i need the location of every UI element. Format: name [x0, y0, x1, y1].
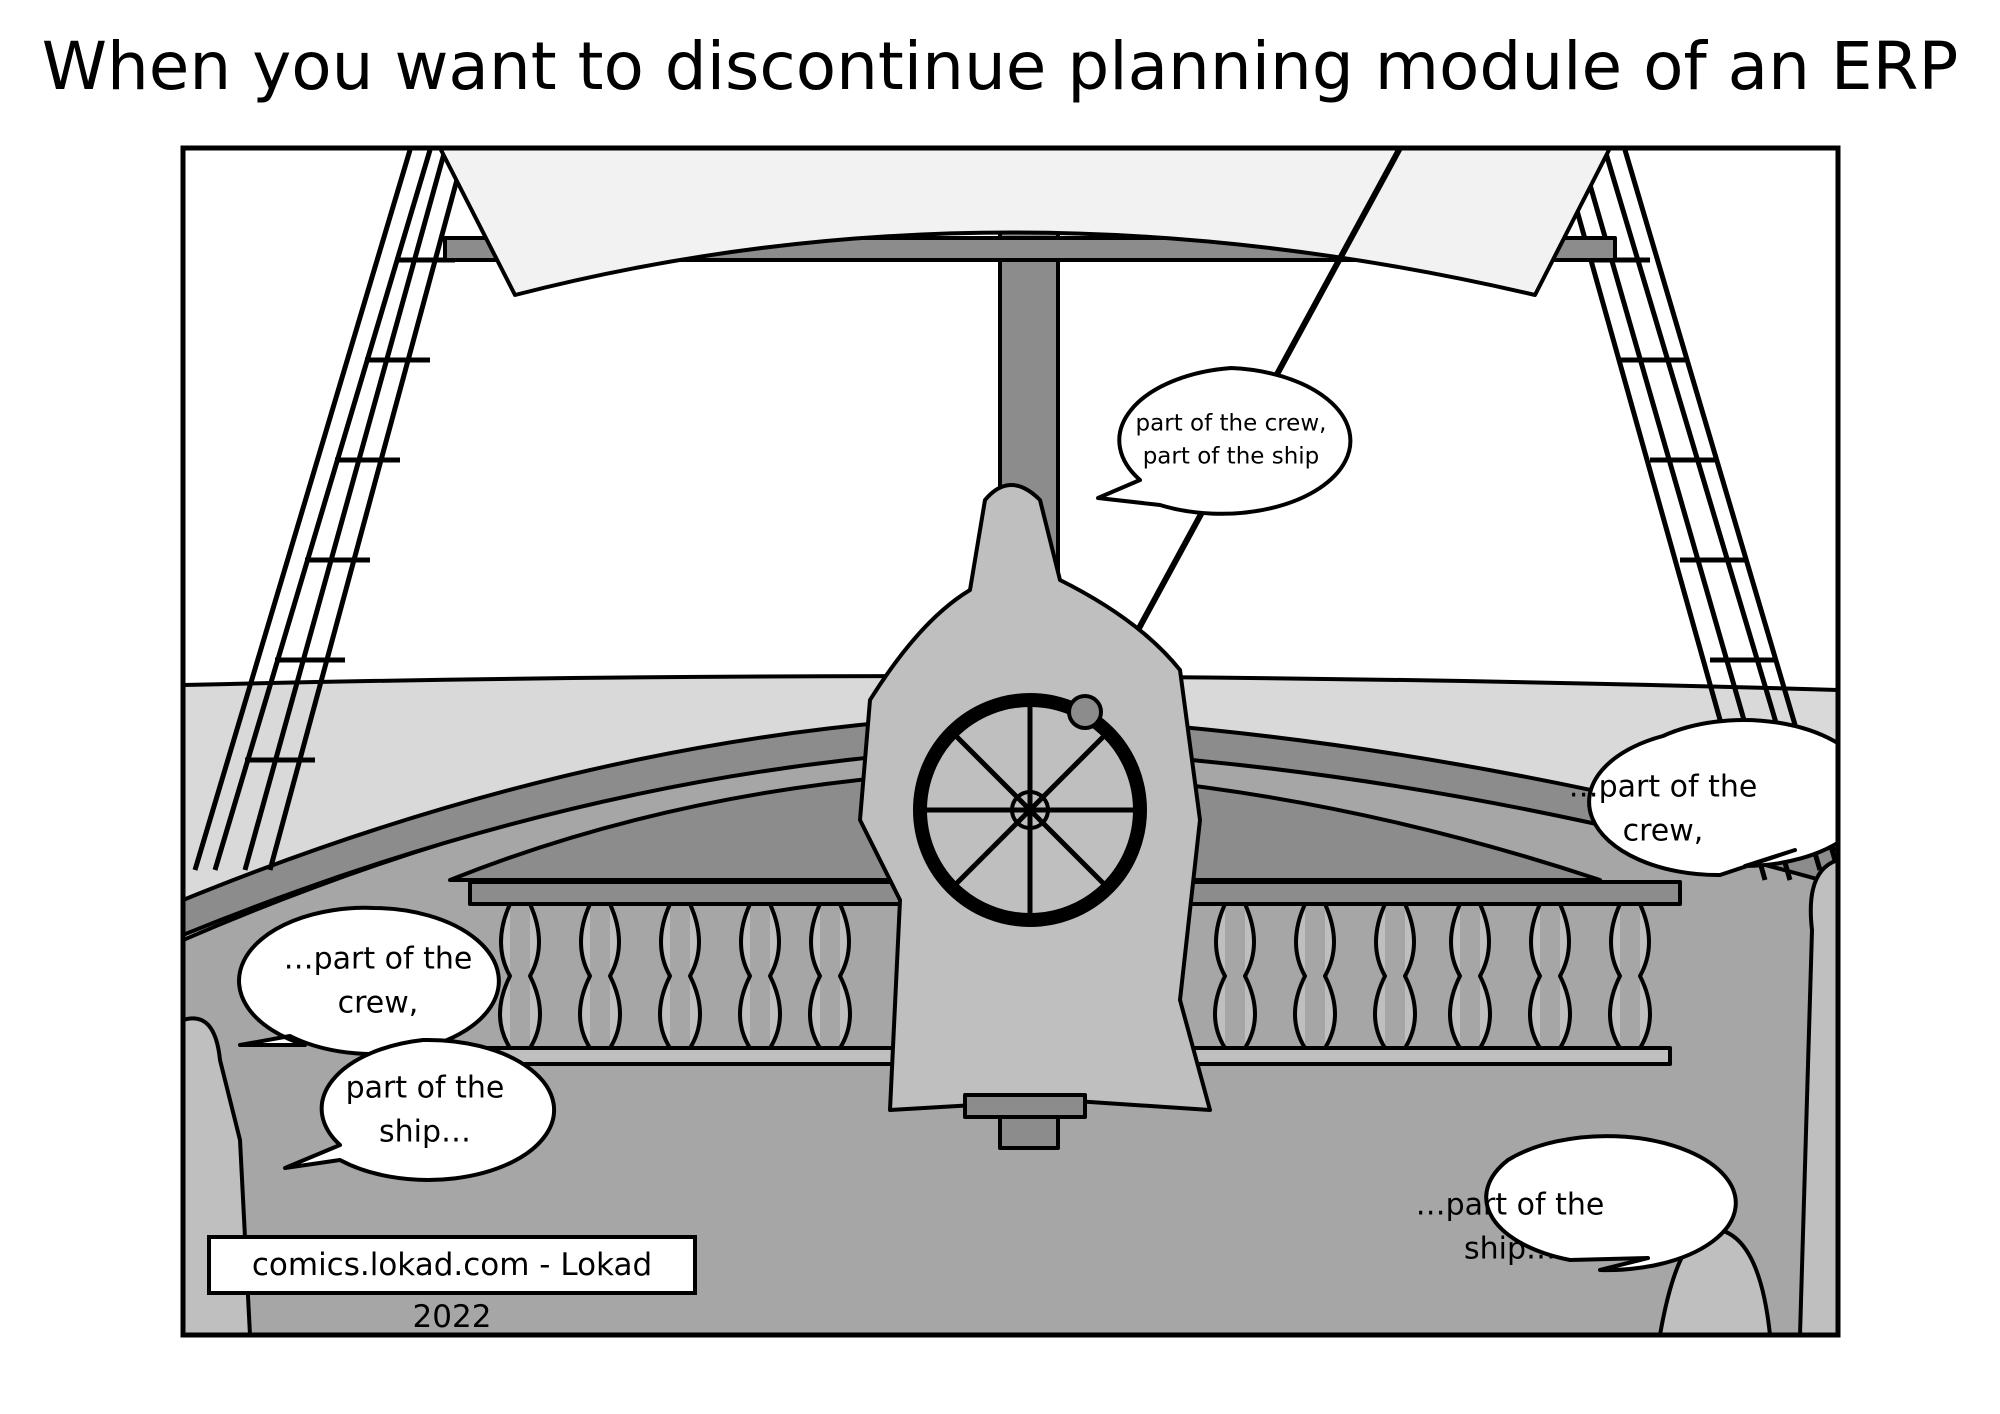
- bubble-line: …part of the: [1568, 769, 1758, 805]
- barnacle-right: [1798, 858, 1838, 1335]
- comic-title: When you want to discontinue planning mo…: [41, 28, 1959, 105]
- bubble-line: part of the ship: [1142, 444, 1320, 470]
- bubble-line: ship…: [1463, 1231, 1557, 1266]
- bubble-line: crew,: [1622, 813, 1704, 848]
- gunwale: [183, 713, 1838, 937]
- credit-label: comics.lokad.com - Lokad 2022: [207, 1235, 697, 1335]
- speech-bubble-left-crew: …part of the crew,: [284, 938, 473, 1025]
- speech-bubble-left-ship: part of the ship…: [346, 1067, 505, 1154]
- balusters: [498, 903, 1652, 1050]
- speech-bubbles: [237, 366, 1838, 1273]
- rope-hook: [1067, 694, 1103, 730]
- bubble-line: ship…: [378, 1114, 472, 1149]
- bubble-line: crew,: [337, 985, 419, 1020]
- speech-bubble-bottom-ship: …part of the ship…: [1416, 1184, 1605, 1271]
- helm-spokes: [920, 700, 1140, 920]
- mast-base: [963, 1093, 1087, 1119]
- bubble-line: part of the crew,: [1135, 410, 1327, 437]
- rigging-left: [192, 149, 468, 871]
- speech-bubble-captain: part of the crew, part of the ship: [1136, 408, 1327, 475]
- panel-border: [180, 145, 1841, 1338]
- bubble-line: …part of the: [1415, 1187, 1605, 1223]
- bubble-line: part of the: [345, 1070, 505, 1106]
- bubble-line: …part of the: [283, 941, 473, 977]
- sail: [438, 148, 1612, 297]
- speech-bubble-right-crew: …part of the crew,: [1569, 766, 1758, 853]
